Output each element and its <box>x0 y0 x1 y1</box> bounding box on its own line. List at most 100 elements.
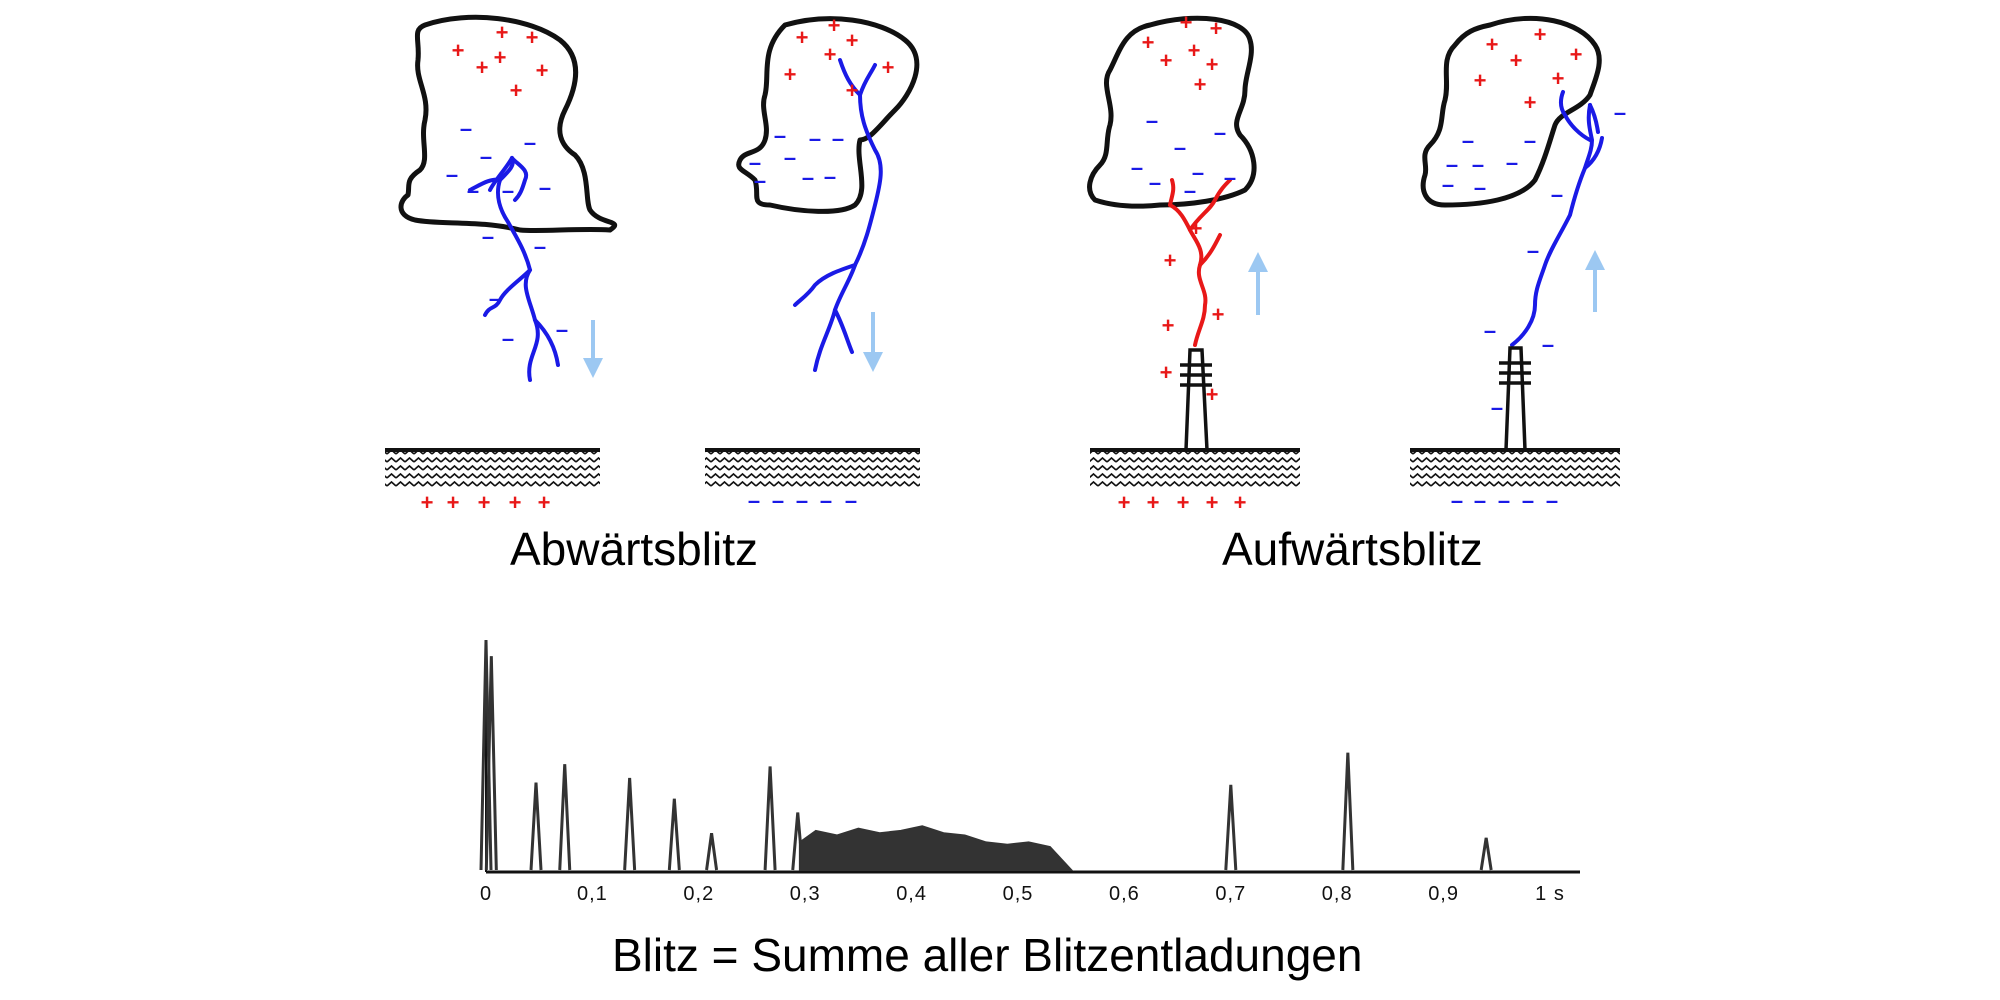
plus-charge-29: + <box>1164 248 1177 273</box>
plus-charge-40: + <box>1147 490 1160 515</box>
minus-charge-36: – <box>1614 100 1626 125</box>
lightning-channel-2 <box>813 93 883 372</box>
plus-charge-12: + <box>882 55 895 80</box>
plus-charge-36: + <box>478 490 491 515</box>
minus-charge-34: – <box>1474 175 1486 200</box>
x-tick-label-3: 0,3 <box>790 883 821 905</box>
plus-charge-13: + <box>846 78 859 103</box>
plus-charge-32: + <box>1160 360 1173 385</box>
minus-charge-45: – <box>845 488 857 513</box>
minus-charge-17: – <box>749 150 761 175</box>
minus-charge-31: – <box>1472 152 1484 177</box>
x-tick-label-10: 1 s <box>1535 883 1565 905</box>
x-tick-label-5: 0,5 <box>1003 883 1034 905</box>
minus-charge-16: – <box>802 165 814 190</box>
transmission-tower-4 <box>1499 346 1531 451</box>
minus-charge-25: – <box>1192 160 1204 185</box>
minus-charge-3: – <box>446 162 458 187</box>
ground-4 <box>1410 448 1620 488</box>
stroke-pulse-2 <box>529 782 543 871</box>
plus-charge-37: + <box>509 490 522 515</box>
plus-charge-20: + <box>1194 72 1207 97</box>
minus-charge-33: – <box>1442 172 1454 197</box>
minus-charge-47: – <box>1474 488 1486 513</box>
transmission-tower-3 <box>1180 348 1212 451</box>
minus-charge-19: – <box>824 164 836 189</box>
plus-charge-35: + <box>447 490 460 515</box>
plus-charge-10: + <box>784 62 797 87</box>
x-tick-label-8: 0,8 <box>1322 883 1353 905</box>
minus-charge-10: – <box>502 326 514 351</box>
minus-charge-48: – <box>1498 488 1510 513</box>
x-tick-label-2: 0,2 <box>683 883 714 905</box>
x-tick-label-6: 0,6 <box>1109 883 1140 905</box>
x-tick-label-4: 0,4 <box>896 883 927 905</box>
plus-charge-19: + <box>1206 52 1219 77</box>
plus-charge-5: + <box>536 58 549 83</box>
label-sum-of-discharges: Blitz = Summe aller Blitzentladungen <box>612 929 1363 981</box>
plus-charge-22: + <box>1534 22 1547 47</box>
minus-charge-27: – <box>1184 178 1196 203</box>
minus-charge-18: – <box>754 168 766 193</box>
minus-charge-38: – <box>1484 318 1496 343</box>
plus-charge-3: + <box>476 55 489 80</box>
plus-charge-33: + <box>1206 382 1219 407</box>
thundercloud-2 <box>736 16 920 214</box>
plus-charge-30: + <box>1212 302 1225 327</box>
stroke-pulse-6 <box>705 832 719 871</box>
minus-charge-1: – <box>480 144 492 169</box>
minus-charge-13: – <box>809 126 821 151</box>
plus-charge-17: + <box>1160 48 1173 73</box>
x-tick-label-7: 0,7 <box>1215 883 1246 905</box>
minus-charge-4: – <box>467 178 479 203</box>
panel-downward-negative <box>385 14 618 488</box>
plus-charge-21: + <box>1486 32 1499 57</box>
ground-1 <box>385 448 600 488</box>
minus-charge-37: – <box>1527 238 1539 263</box>
plus-charge-6: + <box>510 78 523 103</box>
plus-charge-34: + <box>421 490 434 515</box>
charge-symbols: ++++++++++++++++++++++++++++++++++++++++… <box>421 10 1627 515</box>
stroke-pulse-1 <box>484 656 498 871</box>
plus-charge-43: + <box>1234 490 1247 515</box>
minus-charge-50: – <box>1546 488 1558 513</box>
stroke-pulse-4 <box>623 777 637 871</box>
minus-charge-43: – <box>796 488 808 513</box>
minus-charge-15: – <box>784 145 796 170</box>
minus-charge-44: – <box>820 488 832 513</box>
plus-charge-28: + <box>1190 216 1203 241</box>
minus-charge-5: – <box>539 175 551 200</box>
minus-charge-35: – <box>1551 182 1563 207</box>
minus-charge-11: – <box>556 317 568 342</box>
plus-charge-4: + <box>494 45 507 70</box>
lightning-channel-1 <box>496 156 540 382</box>
plus-charge-14: + <box>1142 30 1155 55</box>
minus-charge-41: – <box>748 488 760 513</box>
stroke-pulse-5 <box>667 798 681 871</box>
minus-charge-39: – <box>1542 332 1554 357</box>
label-downward-lightning: Abwärtsblitz <box>510 523 758 575</box>
minus-charge-21: – <box>1214 120 1226 145</box>
plus-charge-1: + <box>526 25 539 50</box>
plus-charge-9: + <box>846 28 859 53</box>
stroke-pulse-10 <box>1341 752 1355 871</box>
plus-charge-0: + <box>496 20 509 45</box>
minus-charge-23: – <box>1131 155 1143 180</box>
minus-charge-49: – <box>1522 488 1534 513</box>
panel-downward-positive <box>705 16 920 488</box>
plus-charge-27: + <box>1524 90 1537 115</box>
plus-charge-16: + <box>1210 16 1223 41</box>
minus-charge-26: – <box>1224 165 1236 190</box>
minus-charge-24: – <box>1149 170 1161 195</box>
plus-charge-15: + <box>1180 10 1193 35</box>
plus-charge-38: + <box>538 490 551 515</box>
plus-charge-39: + <box>1118 490 1131 515</box>
minus-charge-46: – <box>1451 488 1463 513</box>
x-tick-label-1: 0,1 <box>577 883 608 905</box>
plus-charge-2: + <box>452 38 465 63</box>
minus-charge-28: – <box>1462 128 1474 153</box>
minus-charge-7: – <box>482 224 494 249</box>
plus-charge-41: + <box>1177 490 1190 515</box>
thundercloud-4 <box>1420 15 1602 208</box>
